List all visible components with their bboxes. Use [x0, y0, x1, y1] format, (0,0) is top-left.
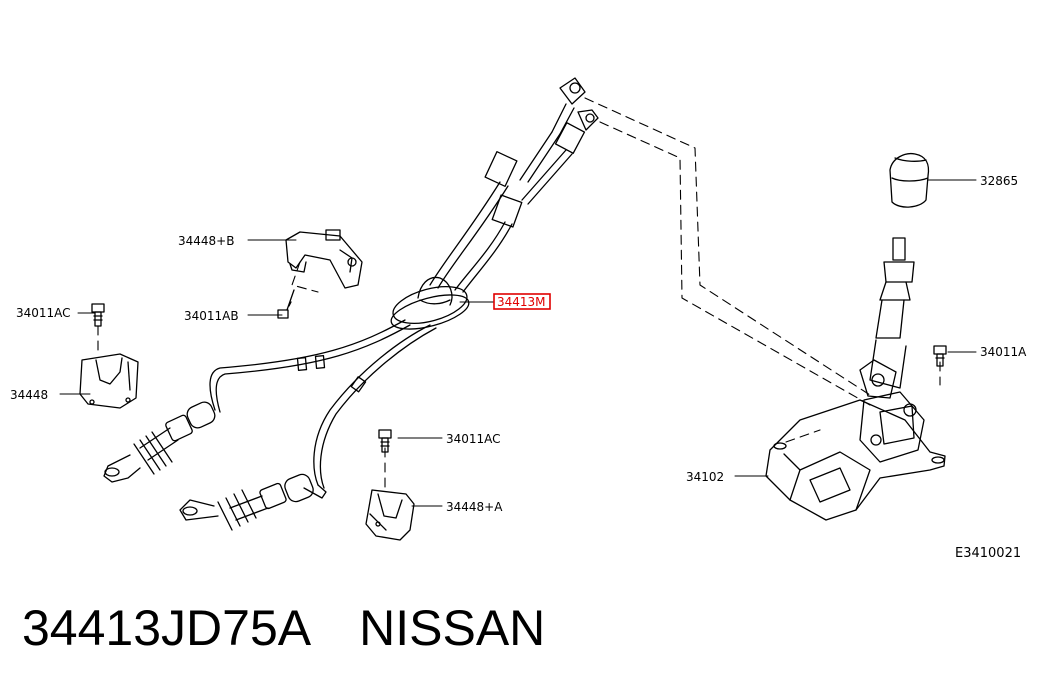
- bolt-34011ac-center: [378, 429, 392, 453]
- label-34011ab[interactable]: 34011AB: [184, 309, 239, 323]
- bolts: [91, 289, 947, 453]
- label-34413m[interactable]: 34413M: [497, 295, 546, 309]
- cable-upper-ends: [484, 77, 599, 228]
- label-34011a[interactable]: 34011A: [980, 345, 1027, 359]
- caption-part-number: 34413JD75A: [22, 600, 312, 656]
- caption-brand: NISSAN: [359, 600, 546, 656]
- cables: [209, 181, 513, 499]
- cable-end-center: [179, 473, 314, 531]
- shift-knob: [889, 152, 930, 208]
- bracket-34448b: [285, 229, 363, 289]
- bracket-34448: [79, 353, 139, 409]
- leader-lines: [59, 179, 977, 507]
- bolt-34011ab: [277, 289, 295, 319]
- bolt-34011ac-left: [91, 303, 105, 327]
- label-34011ac-center[interactable]: 34011AC: [446, 432, 501, 446]
- label-34102[interactable]: 34102: [686, 470, 724, 484]
- label-34011ac-left[interactable]: 34011AC: [16, 306, 71, 320]
- shift-lever-assembly: [765, 237, 946, 521]
- label-32865[interactable]: 32865: [980, 174, 1018, 188]
- diagram-code: E3410021: [955, 546, 1021, 561]
- grommet-boot: [390, 276, 470, 330]
- dashed-routing-lines: [97, 97, 941, 491]
- label-34448b[interactable]: 34448+B: [178, 234, 234, 248]
- highlight-box: [493, 293, 551, 310]
- bolt-34011a: [933, 345, 947, 367]
- label-34448[interactable]: 34448: [10, 388, 48, 402]
- cable-end-left: [103, 401, 216, 483]
- bracket-34448a: [365, 489, 415, 541]
- caption: 34413JD75A NISSAN: [22, 596, 545, 660]
- label-34448a[interactable]: 34448+A: [446, 500, 503, 514]
- part-labels: 34413M 32865 34448+B 34011AB 34011AC 344…: [10, 174, 1027, 561]
